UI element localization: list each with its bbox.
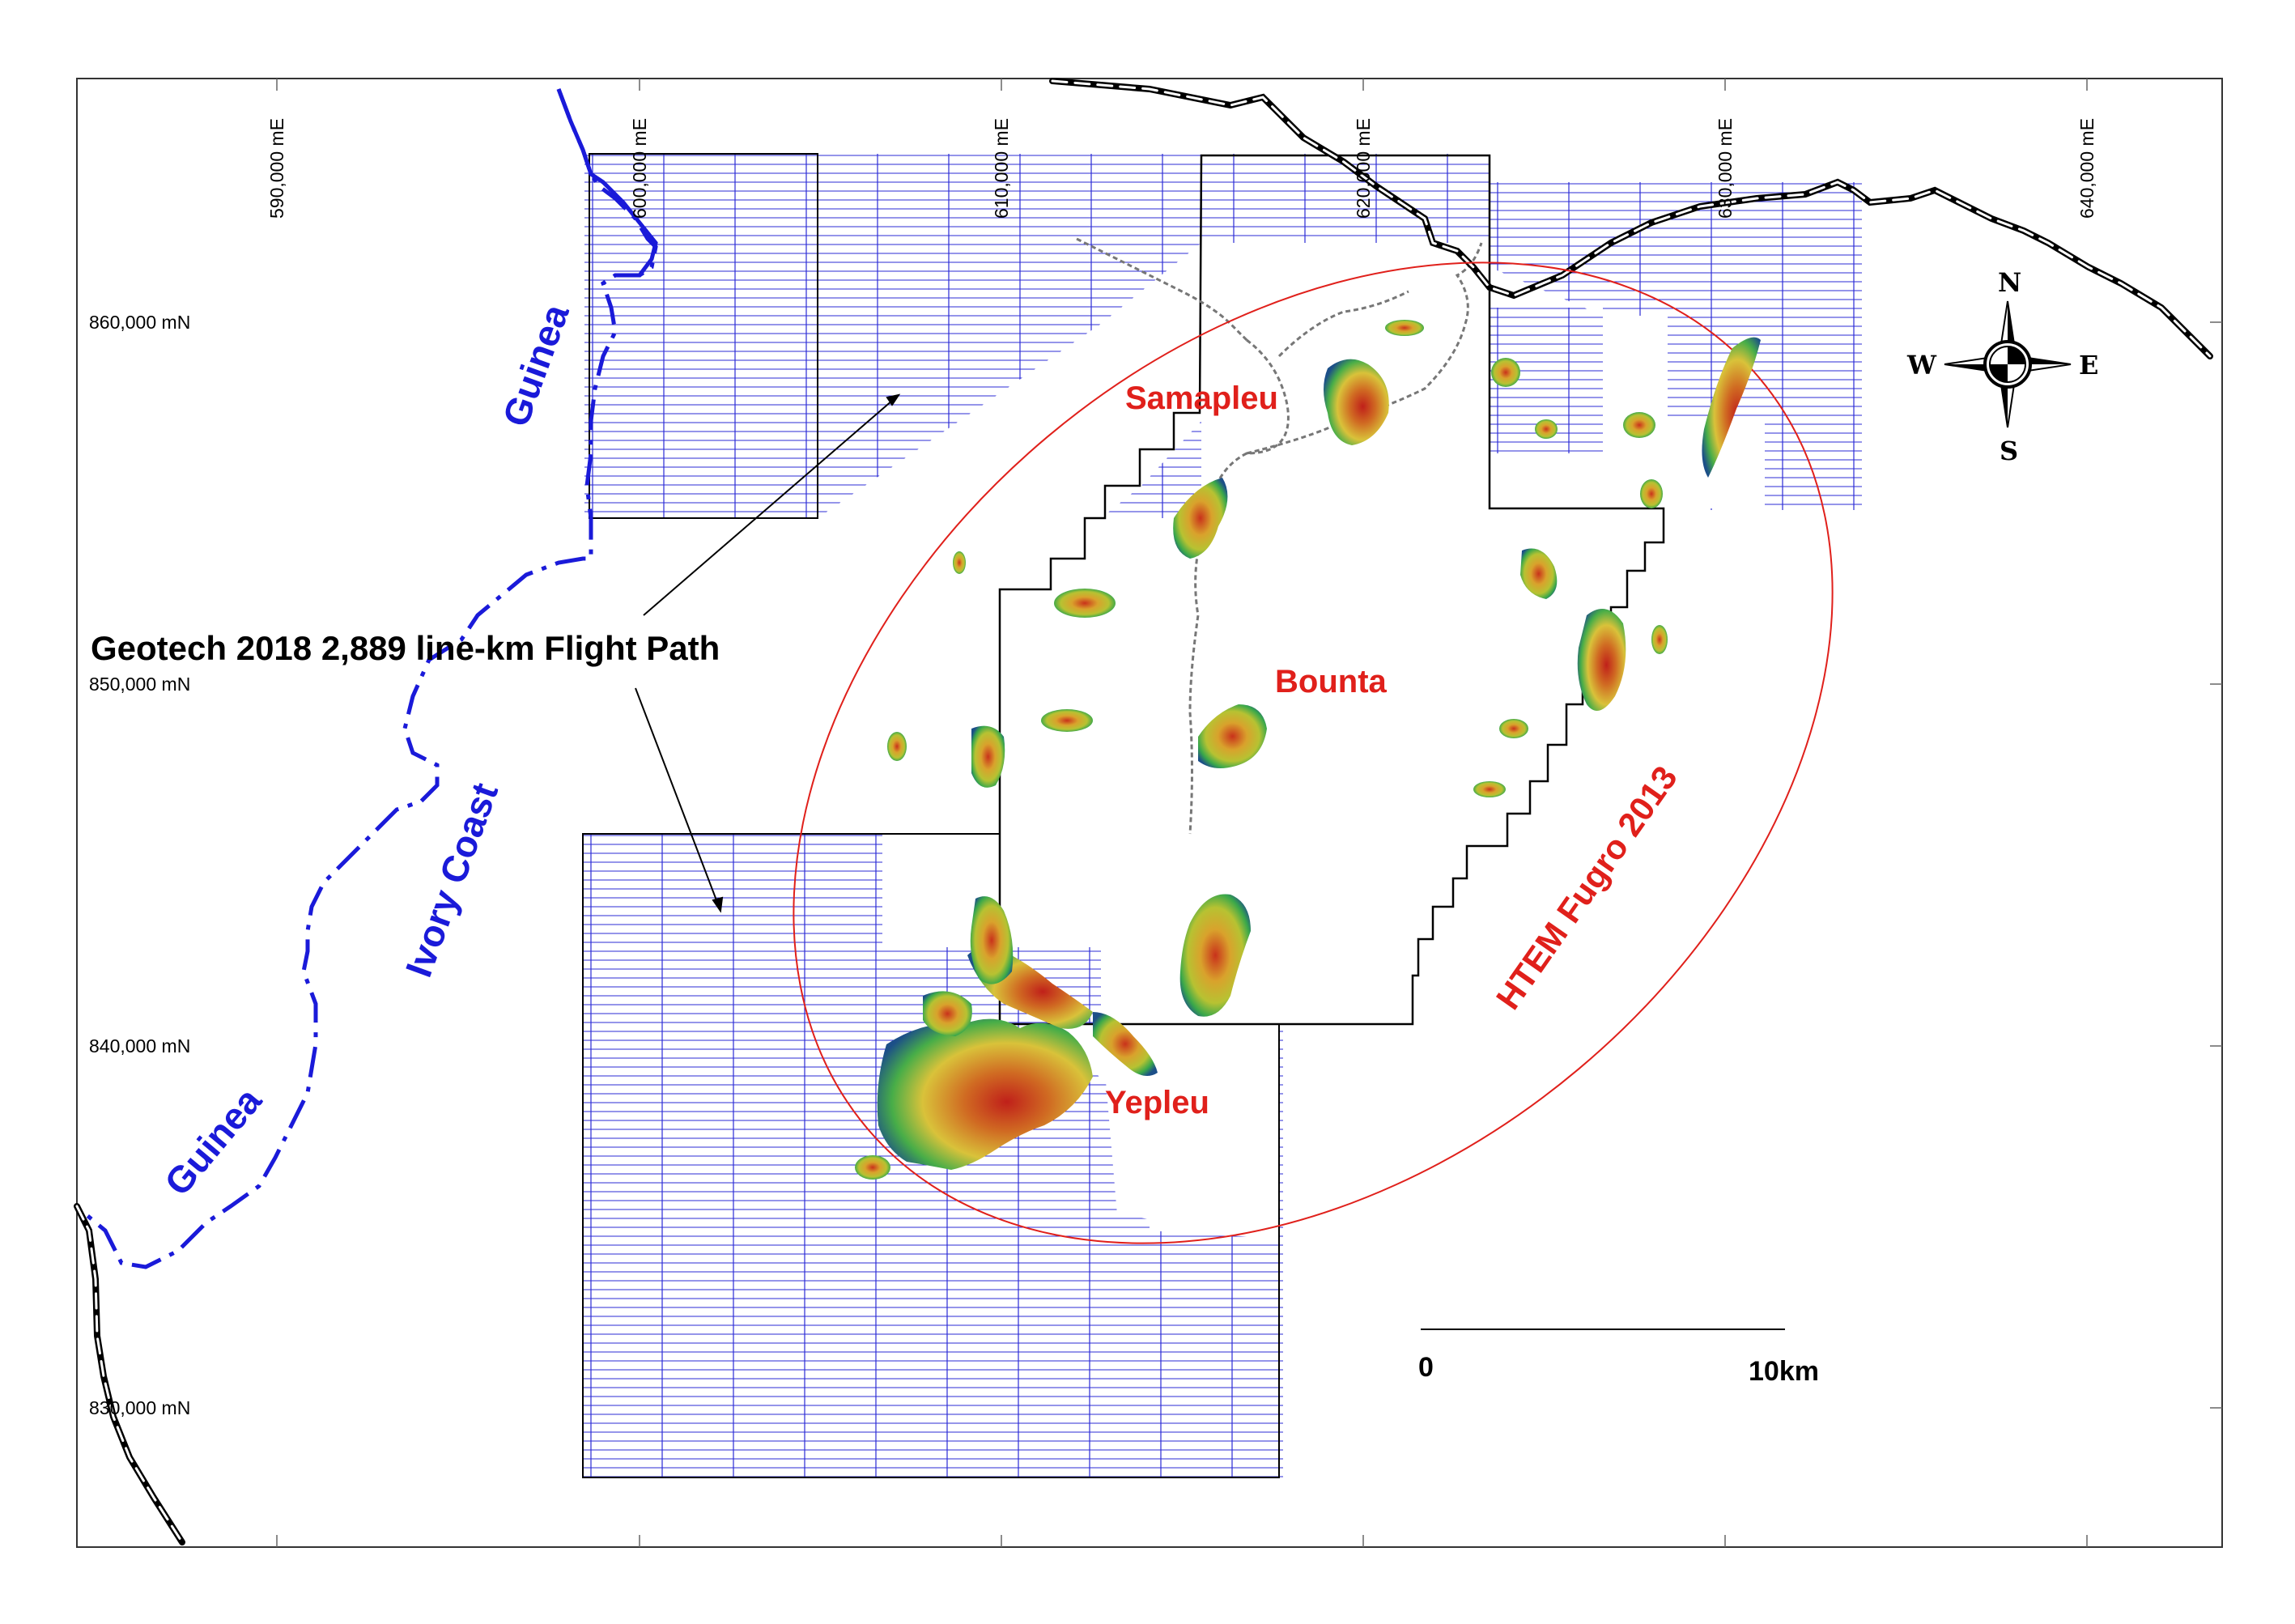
anomaly-east-4 xyxy=(1499,719,1528,738)
anomaly-east-mid xyxy=(1520,548,1558,599)
anomaly-samapleu xyxy=(1324,359,1389,445)
anomaly-west-2 xyxy=(1041,709,1093,732)
easting-label: 630,000 mE xyxy=(1715,118,1736,219)
scale-end: 10km xyxy=(1749,1356,1819,1387)
anomaly-yepleu-main xyxy=(877,1018,1093,1170)
anomaly-north-central xyxy=(1173,478,1228,559)
northing-label: 860,000 mN xyxy=(89,312,190,333)
anomaly-e-2 xyxy=(1623,412,1655,438)
country-label-guinea-south: Guinea xyxy=(156,1079,270,1203)
htem-survey-ellipse xyxy=(793,261,1834,1244)
place-label-yepleu: Yepleu xyxy=(1105,1085,1209,1120)
anomaly-yepleu-west xyxy=(923,991,972,1036)
anomaly-samapleu-n xyxy=(1385,320,1424,336)
htem-coverage-mask xyxy=(882,243,1765,1239)
place-label-bounta: Bounta xyxy=(1275,664,1388,699)
anomaly-bounta-centre xyxy=(1198,704,1267,768)
license-boundary xyxy=(998,154,1665,1026)
anomaly-west-3 xyxy=(887,732,907,761)
anomaly-west-5 xyxy=(953,551,966,574)
anomaly-east-6 xyxy=(1651,625,1668,654)
scale-start: 0 xyxy=(1418,1352,1434,1383)
anomaly-west-4 xyxy=(1054,589,1116,618)
easting-label: 640,000 mE xyxy=(2076,118,2097,219)
rivers xyxy=(74,78,2213,1545)
place-label-samapleu: Samapleu xyxy=(1125,380,1278,416)
flight-path-callout: Geotech 2018 2,889 line-km Flight Path xyxy=(91,629,720,667)
compass-rose: N S E W xyxy=(1906,267,2098,466)
block-outline-nw xyxy=(589,153,818,519)
anomaly-east-lower xyxy=(1577,609,1626,711)
anomaly-yepleu-small xyxy=(855,1155,890,1180)
country-border-solid xyxy=(556,88,658,278)
htem-coverage-mask-2 xyxy=(801,243,1279,1239)
compass-s: S xyxy=(2000,436,2018,466)
easting-label: 620,000 mE xyxy=(1353,118,1374,219)
northing-label: 840,000 mN xyxy=(89,1035,190,1056)
northing-label: 850,000 mN xyxy=(89,674,190,695)
anomaly-west-1 xyxy=(971,725,1005,788)
anomaly-east-3 xyxy=(1640,479,1663,508)
compass-e: E xyxy=(2079,350,2098,380)
anomaly-east-5 xyxy=(1473,781,1506,797)
callout-arrows xyxy=(635,393,901,913)
easting-label: 600,000 mE xyxy=(629,118,650,219)
anomaly-east-ridge xyxy=(1702,337,1761,478)
easting-label: 590,000 mE xyxy=(266,118,287,219)
country-border xyxy=(79,88,658,1269)
country-label-ivory-coast: Ivory Coast xyxy=(397,777,507,982)
scale-bar: 0 10km xyxy=(1418,1329,1819,1387)
anomaly-yepleu-north xyxy=(970,896,1014,984)
map-frame xyxy=(76,78,2223,1548)
anomaly-samapleu-e xyxy=(1535,419,1558,439)
block-outline-sw xyxy=(582,833,1280,1478)
anomaly-yepleu-east xyxy=(1093,1012,1158,1076)
compass-n: N xyxy=(1998,267,2021,298)
flight-path-lines xyxy=(583,154,1862,1477)
anomaly-samapleu-ne xyxy=(1491,358,1520,387)
easting-label: 610,000 mE xyxy=(991,118,1012,219)
grid-labels: 590,000 mE 600,000 mE 610,000 mE 620,000 mE… xyxy=(89,79,2222,1547)
compass-w: W xyxy=(1906,350,1937,380)
northing-label: 830,000 mN xyxy=(89,1397,190,1418)
conductivity-anomalies xyxy=(855,320,1761,1180)
anomaly-bounta-south xyxy=(1179,894,1251,1017)
country-label-guinea-north: Guinea xyxy=(495,299,577,432)
